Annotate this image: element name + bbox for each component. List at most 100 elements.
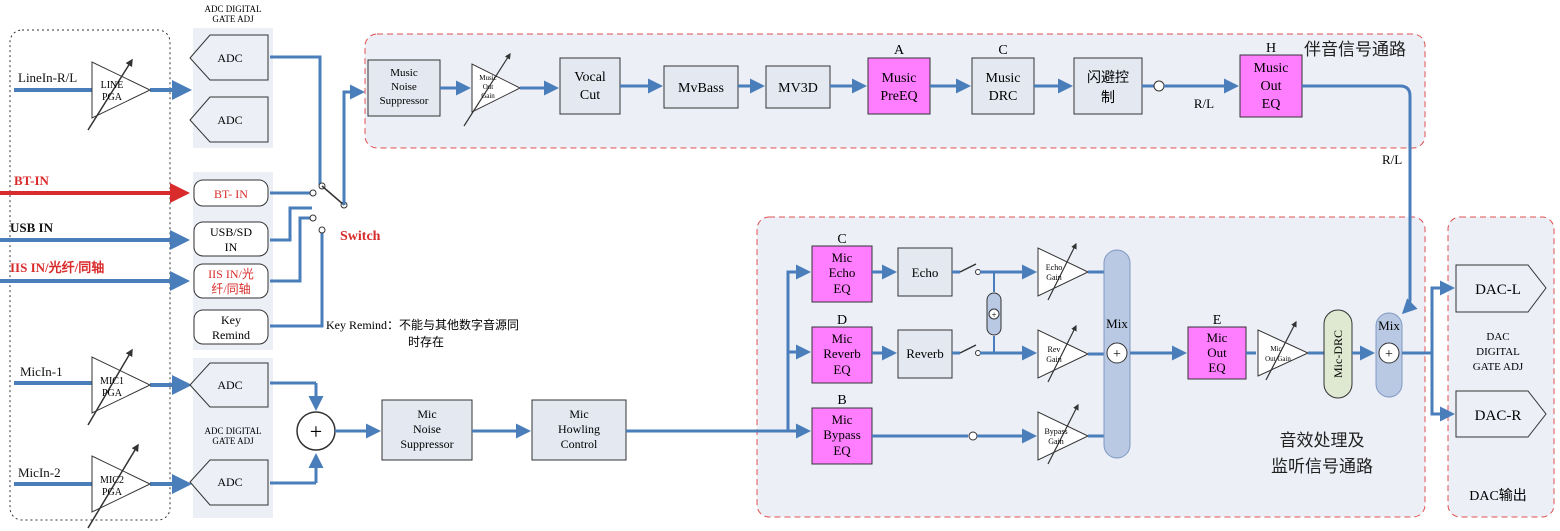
adc-gate-mid-l1: ADC DIGITAL [204, 426, 261, 436]
rg-l1: Rev [1048, 345, 1061, 354]
mic-adder-label: + [310, 419, 322, 444]
mhc-l2: Howling [558, 422, 600, 436]
music-preeq: Music PreEQ [867, 57, 931, 115]
adc-mic2: ADC [189, 459, 269, 506]
eg-l1: Echo [1046, 263, 1062, 272]
cross-mix: + [986, 292, 1002, 336]
switch-contact-3 [309, 214, 317, 222]
line-pga-l2: PGA [102, 92, 123, 103]
mnsm-l1: Mic [417, 407, 436, 421]
mvbass: MvBass [663, 65, 739, 109]
micin1-label: MicIn-1 [20, 364, 63, 379]
usb-sd-box: USB/SD IN [193, 221, 269, 257]
usb-sd-l1: USB/SD [210, 225, 252, 239]
music-path-title: 伴音信号通路 [1304, 40, 1406, 59]
vc-l1: Vocal [574, 70, 606, 85]
switch-label: Switch [340, 229, 381, 244]
adc-line-label: ADC [217, 51, 242, 65]
final-mix: Mix + [1375, 312, 1403, 398]
key-l1: Key [221, 313, 241, 327]
mic-out-gain: Mic Out Gain [1257, 320, 1310, 381]
linein-label: LineIn-R/L [18, 70, 77, 85]
mns-l3: Suppressor [380, 95, 429, 107]
moeq-l3: EQ [1262, 97, 1281, 112]
adc-spare-label: ADC [217, 113, 242, 127]
mic2-pga-l2: PGA [102, 487, 123, 498]
reverb-block: Reverb [897, 329, 953, 379]
mic-path-title-l2: 监听信号通路 [1271, 457, 1373, 476]
mnsm-l3: Suppressor [400, 437, 453, 451]
mic-howling-control: Mic Howling Control [531, 399, 627, 461]
line-pga: LINE PGA [87, 58, 152, 131]
mic1-pga: MIC1 PGA [87, 348, 152, 426]
adc-spare: ADC [189, 96, 269, 143]
mv3d-label: MV3D [778, 81, 818, 96]
iis-l1: IIS IN/光 [208, 267, 254, 281]
mic-drc: Mic-DRC [1323, 309, 1353, 399]
iis-l2: 纤/同轴 [211, 281, 250, 296]
mnsm-l2: Noise [413, 422, 441, 436]
moe-l2: Out [1207, 345, 1227, 360]
mic-bypass-eq: Mic Bypass EQ [811, 407, 873, 465]
switch-contact-2 [309, 189, 317, 197]
mogn-l2: Out Gain [1265, 355, 1291, 363]
mns-l1: Music [390, 67, 418, 79]
eg-l2: Gain [1046, 273, 1062, 282]
mic-mix: Mix + [1103, 249, 1131, 459]
mogn-l1: Mic [1270, 345, 1281, 353]
adc-gate-top-l2: GATE ADJ [212, 14, 254, 24]
bt-in-box-label: BT- IN [214, 187, 248, 201]
dodge-control: 闪避控 制 [1073, 57, 1143, 115]
bt-in-label: BT-IN [14, 173, 50, 188]
mog-l2: Out [483, 83, 494, 91]
vc-l2: Cut [580, 88, 600, 103]
dodge-l1: 闪避控 [1087, 70, 1129, 86]
pga-panel [9, 29, 171, 521]
line-pga-l1: LINE [101, 80, 124, 91]
dac-title: DAC输出 [1469, 488, 1527, 504]
music-out-gain: Music Out Gain [463, 52, 522, 127]
final-mix-plus: + [1385, 347, 1393, 362]
mreq-l3: EQ [833, 362, 851, 377]
mic-reverb-eq: Mic Reverb EQ [811, 326, 873, 384]
dac-left: DAC-L [1455, 264, 1547, 313]
echo-label: Echo [912, 265, 939, 280]
mns-l2: Noise [391, 81, 417, 93]
key-remind-box: Key Remind [193, 309, 269, 345]
bt-in-box: BT- IN [193, 179, 269, 207]
cross-mix-label: + [991, 310, 996, 320]
dac-adj-l2: DIGITAL [1476, 346, 1520, 358]
mic-mix-label: Mix [1106, 316, 1128, 331]
mic-adder: + [296, 411, 336, 451]
dac-adj-l1: DAC [1486, 331, 1509, 343]
bg-l2: Gain [1048, 437, 1064, 446]
adc-mic1: ADC [189, 362, 269, 408]
dodge-l2: 制 [1101, 90, 1115, 106]
iis-box: IIS IN/光 纤/同轴 [193, 263, 269, 299]
meeq-l3: EQ [833, 281, 851, 296]
mpe-l2: PreEQ [880, 89, 917, 104]
dac-right-label: DAC-R [1475, 408, 1522, 424]
micin2-label: MicIn-2 [18, 465, 61, 480]
mdrc-l1: Music [986, 71, 1021, 86]
mic-drc-label: Mic-DRC [1331, 330, 1345, 378]
adc-line: ADC [189, 34, 269, 81]
mic-echo-eq: Mic Echo EQ [811, 245, 873, 303]
bg-l1: Bypass [1044, 427, 1067, 436]
adc-gate-mid-l2: GATE ADJ [212, 436, 254, 446]
mic2-pga-l1: MIC2 [100, 475, 124, 486]
moe-l1: Mic [1207, 330, 1228, 345]
rev-gain: Rev Gain [1037, 324, 1090, 383]
meeq-l1: Mic [832, 250, 853, 265]
reverb-eq-tag: D [837, 313, 847, 328]
mhc-l3: Control [561, 437, 598, 451]
music-noise-suppressor: Music Noise Suppressor [367, 59, 441, 117]
meeq-l2: Echo [829, 265, 856, 280]
mdrc-l2: DRC [989, 89, 1018, 104]
mpe-l1: Music [882, 71, 917, 86]
bypass-eq-tag: B [837, 393, 846, 408]
mbeq-l2: Bypass [823, 427, 861, 442]
vocal-cut: Vocal Cut [559, 57, 621, 115]
rl-label-top: R/L [1194, 96, 1214, 111]
